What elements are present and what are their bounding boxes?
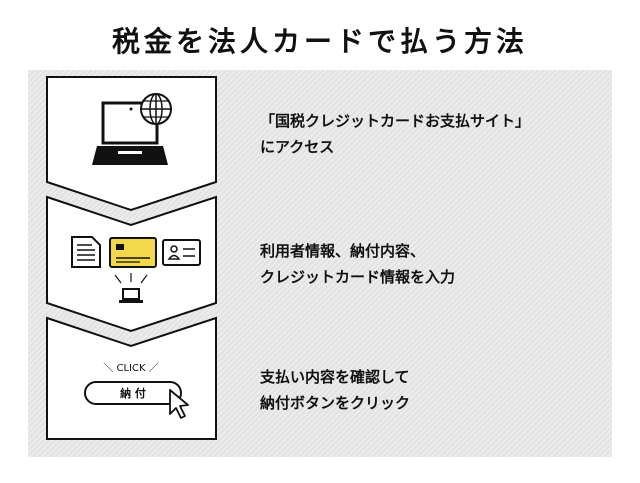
step-3-box	[46, 316, 217, 440]
click-label: ＼ CLICK ／	[103, 362, 158, 374]
step-3-text: 支払い内容を確認して 納付ボタンをクリック	[260, 364, 410, 416]
document-icon	[71, 236, 101, 268]
page-title: 税金を法人カードで払う方法	[111, 25, 528, 58]
step-1-line-2: にアクセス	[260, 138, 335, 156]
laptop-globe-icon	[92, 93, 172, 165]
cursor-icon	[169, 389, 189, 419]
step-3-line-1: 支払い内容を確認して	[260, 368, 410, 386]
id-card-icon	[162, 239, 201, 266]
step-3-line-2: 納付ボタンをクリック	[260, 394, 411, 412]
step-2-line-1: 利用者情報、納付内容、	[260, 242, 426, 260]
step-1-text: 「国税クレジットカードお支払サイト」 にアクセス	[260, 108, 530, 160]
pay-button-label: 納 付	[120, 386, 146, 400]
step-2-line-2: クレジットカード情報を入力	[260, 268, 456, 286]
step-2-text: 利用者情報、納付内容、 クレジットカード情報を入力	[260, 238, 455, 290]
small-laptop-icon	[114, 273, 148, 303]
pay-button-graphic: 納 付	[84, 381, 182, 405]
step-1-line-1: 「国税クレジットカードお支払サイト」	[260, 112, 531, 130]
credit-card-icon	[109, 237, 157, 268]
